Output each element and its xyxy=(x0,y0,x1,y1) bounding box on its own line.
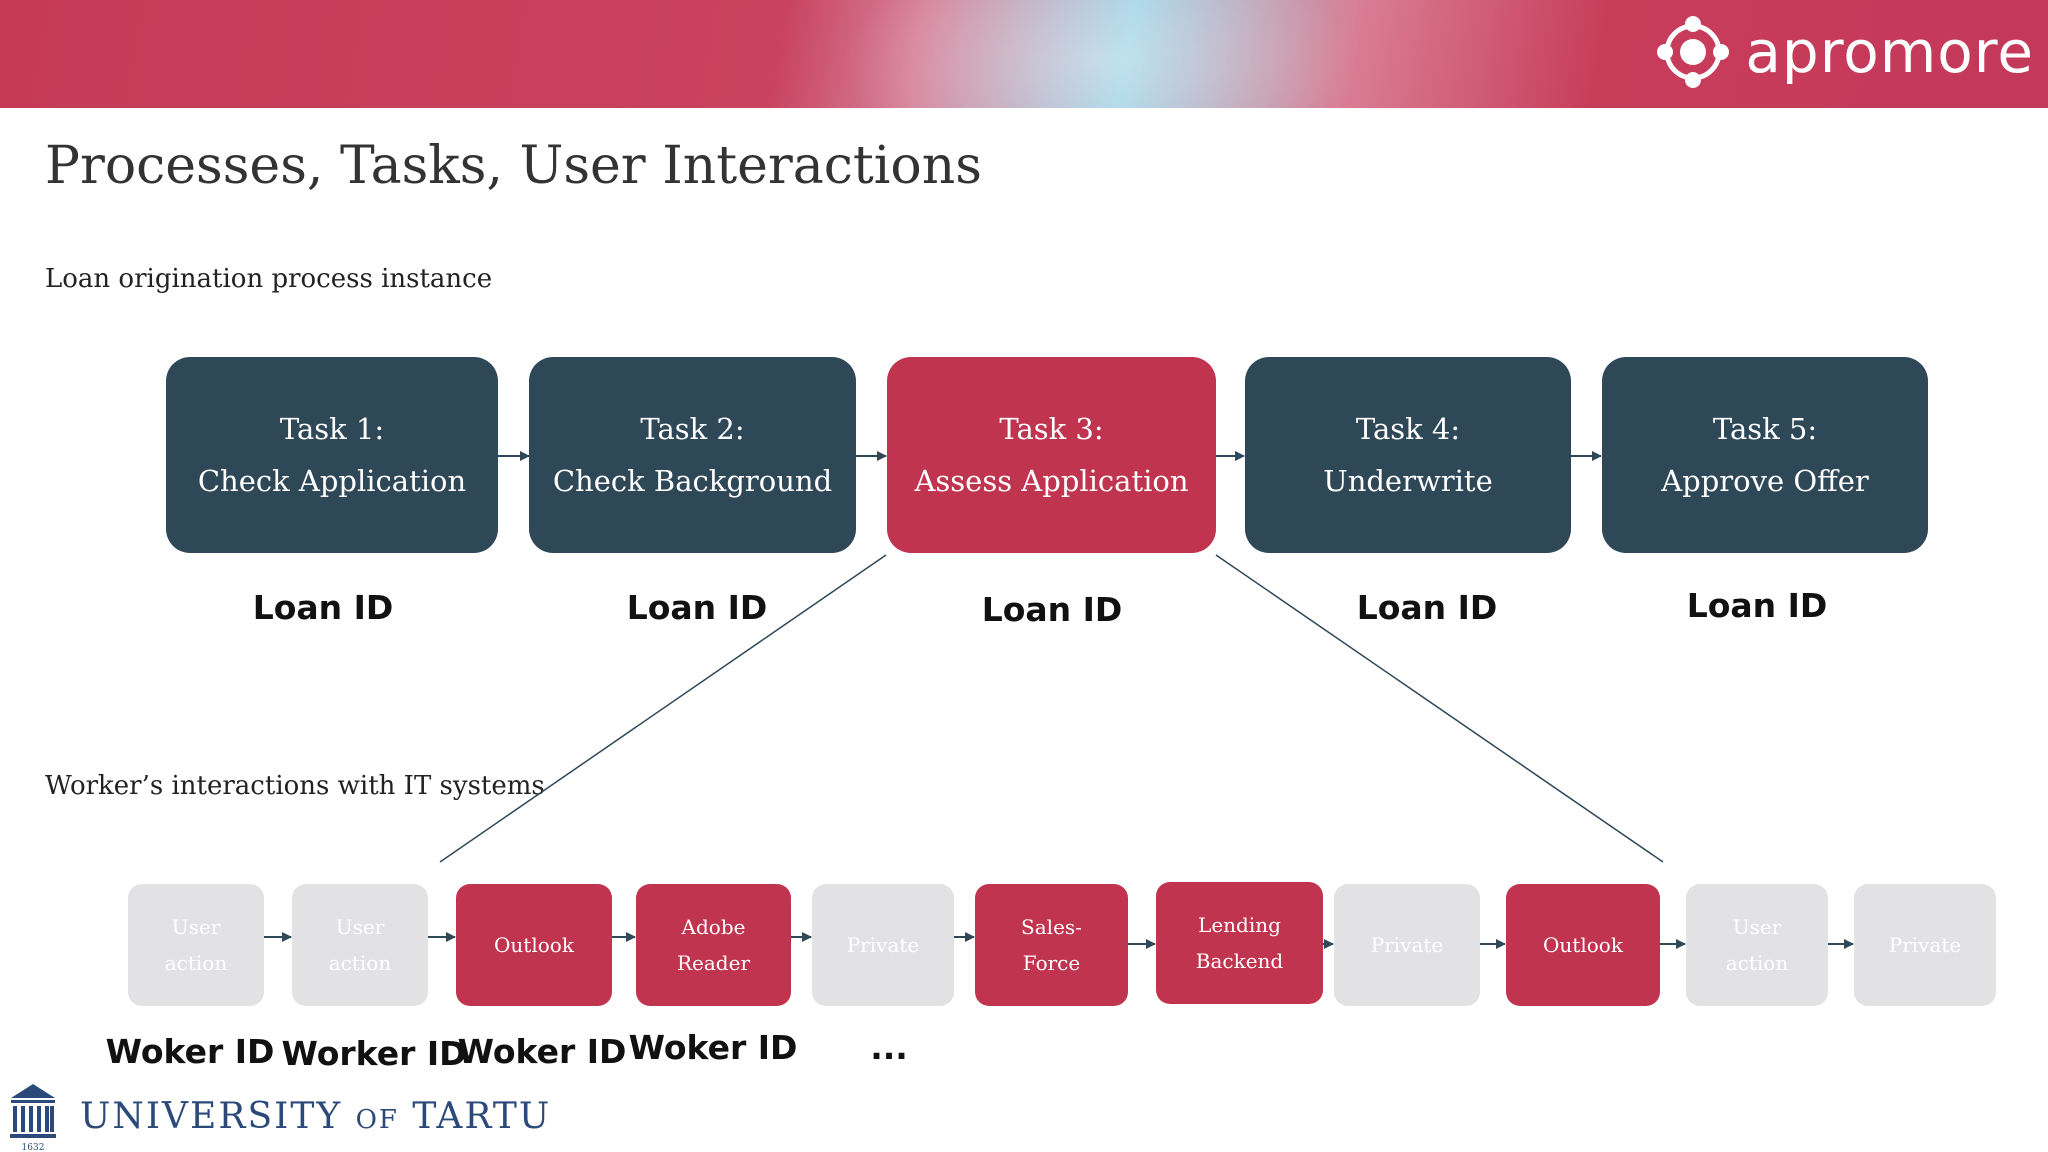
action-2-line1: User xyxy=(335,915,385,939)
task-1-name: Check Application xyxy=(197,464,467,498)
interactions-section-label: Worker’s interactions with IT systems xyxy=(45,771,545,801)
university-year: 1632 xyxy=(22,1143,45,1152)
task-1-loan-id: Loan ID xyxy=(252,588,394,627)
task-4-name: Underwrite xyxy=(1323,464,1493,498)
action-box-3[interactable]: Outlook xyxy=(456,884,612,1006)
process-section-label: Loan origination process instance xyxy=(45,264,493,294)
action-9-line1: Outlook xyxy=(1543,933,1623,957)
university-name-of: OF xyxy=(355,1104,399,1135)
worker-id-label-1: Woker ID xyxy=(105,1032,275,1071)
task-box-2[interactable]: Task 2: Check Background xyxy=(529,357,856,553)
worker-id-label-3: Woker ID xyxy=(457,1032,627,1071)
worker-id-label-4: Woker ID xyxy=(628,1028,798,1067)
university-name-part1: UNIVERSITY xyxy=(80,1095,343,1137)
action-box-7[interactable]: Lending Backend xyxy=(1156,882,1323,1004)
task-3-number: Task 3: xyxy=(999,412,1104,446)
action-box-10[interactable]: User action xyxy=(1686,884,1828,1006)
action-box-2[interactable]: User action xyxy=(292,884,428,1006)
action-8-line1: Private xyxy=(1370,933,1444,957)
action-box-5[interactable]: Private xyxy=(812,884,954,1006)
university-name-part2: TARTU xyxy=(412,1095,552,1137)
task-5-number: Task 5: xyxy=(1712,412,1818,446)
worker-id-label-2: Worker ID xyxy=(281,1034,467,1073)
action-11-line1: Private xyxy=(1888,933,1962,957)
action-box-6[interactable]: Sales- Force xyxy=(975,884,1128,1006)
task-3-name: Assess Application xyxy=(914,464,1189,498)
task-2-number: Task 2: xyxy=(640,412,745,446)
action-7-line2: Backend xyxy=(1195,949,1284,973)
task-box-4[interactable]: Task 4: Underwrite xyxy=(1245,357,1571,553)
task-box-1[interactable]: Task 1: Check Application xyxy=(166,357,498,553)
action-10-line2: action xyxy=(1725,951,1789,975)
header-banner: apromore xyxy=(0,0,2048,108)
ellipsis-label: ... xyxy=(870,1028,908,1067)
university-name: UNIVERSITY OF TARTU xyxy=(80,1096,551,1137)
university-logo: 1632 UNIVERSITY OF TARTU xyxy=(8,1080,551,1152)
action-box-8[interactable]: Private xyxy=(1334,884,1480,1006)
task-box-3[interactable]: Task 3: Assess Application xyxy=(887,357,1216,553)
task-box-5[interactable]: Task 5: Approve Offer xyxy=(1602,357,1928,553)
task-4-loan-id: Loan ID xyxy=(1356,588,1498,627)
task-2-name: Check Background xyxy=(552,464,833,498)
action-1-line2: action xyxy=(164,951,228,975)
task-4-number: Task 4: xyxy=(1355,412,1461,446)
action-6-line1: Sales- xyxy=(1021,915,1082,939)
action-box-9[interactable]: Outlook xyxy=(1506,884,1660,1006)
action-5-line1: Private xyxy=(846,933,920,957)
action-7-line1: Lending xyxy=(1198,913,1281,937)
task-5-loan-id: Loan ID xyxy=(1686,586,1828,625)
university-building-icon: 1632 xyxy=(10,1084,56,1152)
action-2-line2: action xyxy=(328,951,392,975)
action-4-line2: Reader xyxy=(676,951,751,975)
task-1-number: Task 1: xyxy=(279,412,385,446)
apromore-logo-text: apromore xyxy=(1745,18,2034,86)
action-1-line1: User xyxy=(171,915,221,939)
action-10-line1: User xyxy=(1732,915,1782,939)
task-2-loan-id: Loan ID xyxy=(626,588,768,627)
action-4-line1: Adobe xyxy=(681,915,746,939)
apromore-logo: apromore xyxy=(1653,12,2034,92)
task-5-name: Approve Offer xyxy=(1661,464,1869,498)
action-3-line1: Outlook xyxy=(494,933,574,957)
page-title: Processes, Tasks, User Interactions xyxy=(45,136,982,196)
action-box-4[interactable]: Adobe Reader xyxy=(636,884,791,1006)
action-box-11[interactable]: Private xyxy=(1854,884,1996,1006)
action-box-1[interactable]: User action xyxy=(128,884,264,1006)
apromore-logo-icon xyxy=(1657,16,1730,88)
task-3-loan-id: Loan ID xyxy=(981,590,1123,629)
action-6-line2: Force xyxy=(1022,951,1081,975)
